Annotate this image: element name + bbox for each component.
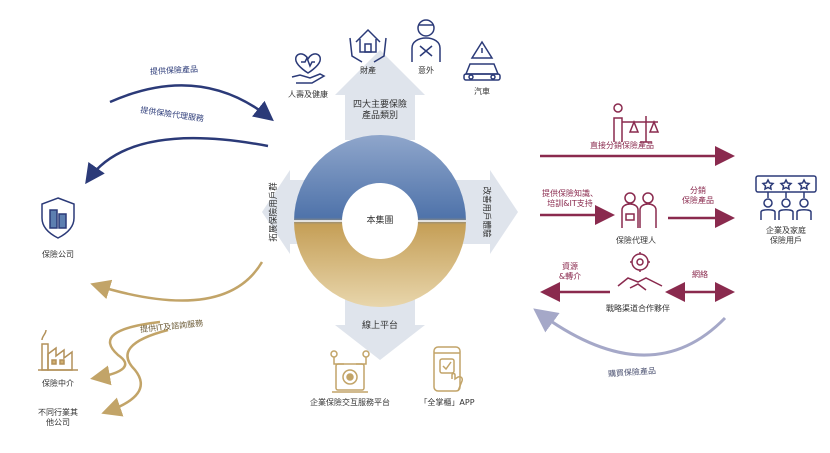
direction-left-label: 拓展保險用戶群 bbox=[269, 182, 279, 242]
broker-factory-icon bbox=[38, 329, 78, 371]
customers-label: 企業及家庭 保險用戶 bbox=[766, 226, 806, 245]
arc-agency-services bbox=[85, 136, 269, 185]
house-hands-icon bbox=[349, 28, 387, 63]
direction-right-label: 改善用戶體驗 bbox=[481, 186, 491, 238]
category-accident: 意外 bbox=[418, 66, 434, 75]
balance-scale-icon bbox=[613, 103, 660, 143]
arc-buy-products bbox=[533, 308, 727, 357]
gear-screen-icon bbox=[330, 350, 370, 393]
label-network: 網絡 bbox=[692, 270, 708, 279]
arc-it-services-broker bbox=[90, 320, 161, 386]
broker-label: 保險中介 bbox=[42, 379, 74, 388]
insurer-label: 保險公司 bbox=[42, 250, 74, 259]
health-hands-icon bbox=[291, 53, 326, 84]
injured-person-icon bbox=[411, 19, 441, 62]
arc-provide-products bbox=[109, 84, 274, 122]
insurer-shield-icon bbox=[41, 197, 75, 239]
arrow-down bbox=[335, 290, 425, 360]
mobile-app-icon bbox=[433, 346, 463, 392]
arrow-up bbox=[335, 50, 425, 140]
label-knowledge-support: 提供保險知識、 培訓&IT支持 bbox=[542, 189, 598, 208]
agent-label: 保險代理人 bbox=[616, 236, 656, 245]
center-ring bbox=[294, 135, 466, 307]
category-motor: 汽車 bbox=[474, 87, 490, 96]
car-accident-icon bbox=[463, 40, 501, 81]
arc-it-services-others bbox=[101, 328, 169, 417]
direction-top-label: 四大主要保險 產品類別 bbox=[352, 100, 407, 121]
category-property: 財產 bbox=[360, 66, 376, 75]
center-title: 本集團 bbox=[366, 216, 394, 226]
arc-it-services-insurer bbox=[90, 261, 264, 302]
direction-bottom-label: 線上平台 bbox=[361, 321, 398, 331]
platform-app: 「全掌櫃」APP bbox=[419, 398, 475, 407]
label-resource-referral: 資源 &轉介 bbox=[558, 262, 582, 281]
agents-icon bbox=[621, 192, 657, 228]
partners-label: 戰略渠道合作夥伴 bbox=[606, 304, 670, 313]
category-life-health: 人壽及健康 bbox=[288, 90, 328, 99]
label-direct-sales: 直接分銷保險產品 bbox=[590, 141, 654, 150]
platform-enterprise: 企業保險交互服務平台 bbox=[310, 398, 390, 407]
other-companies-label: 不同行業其 他公司 bbox=[38, 408, 78, 427]
customers-network-icon bbox=[755, 175, 817, 220]
label-distribute: 分銷 保險產品 bbox=[682, 186, 714, 205]
handshake-gear-icon bbox=[617, 252, 663, 291]
